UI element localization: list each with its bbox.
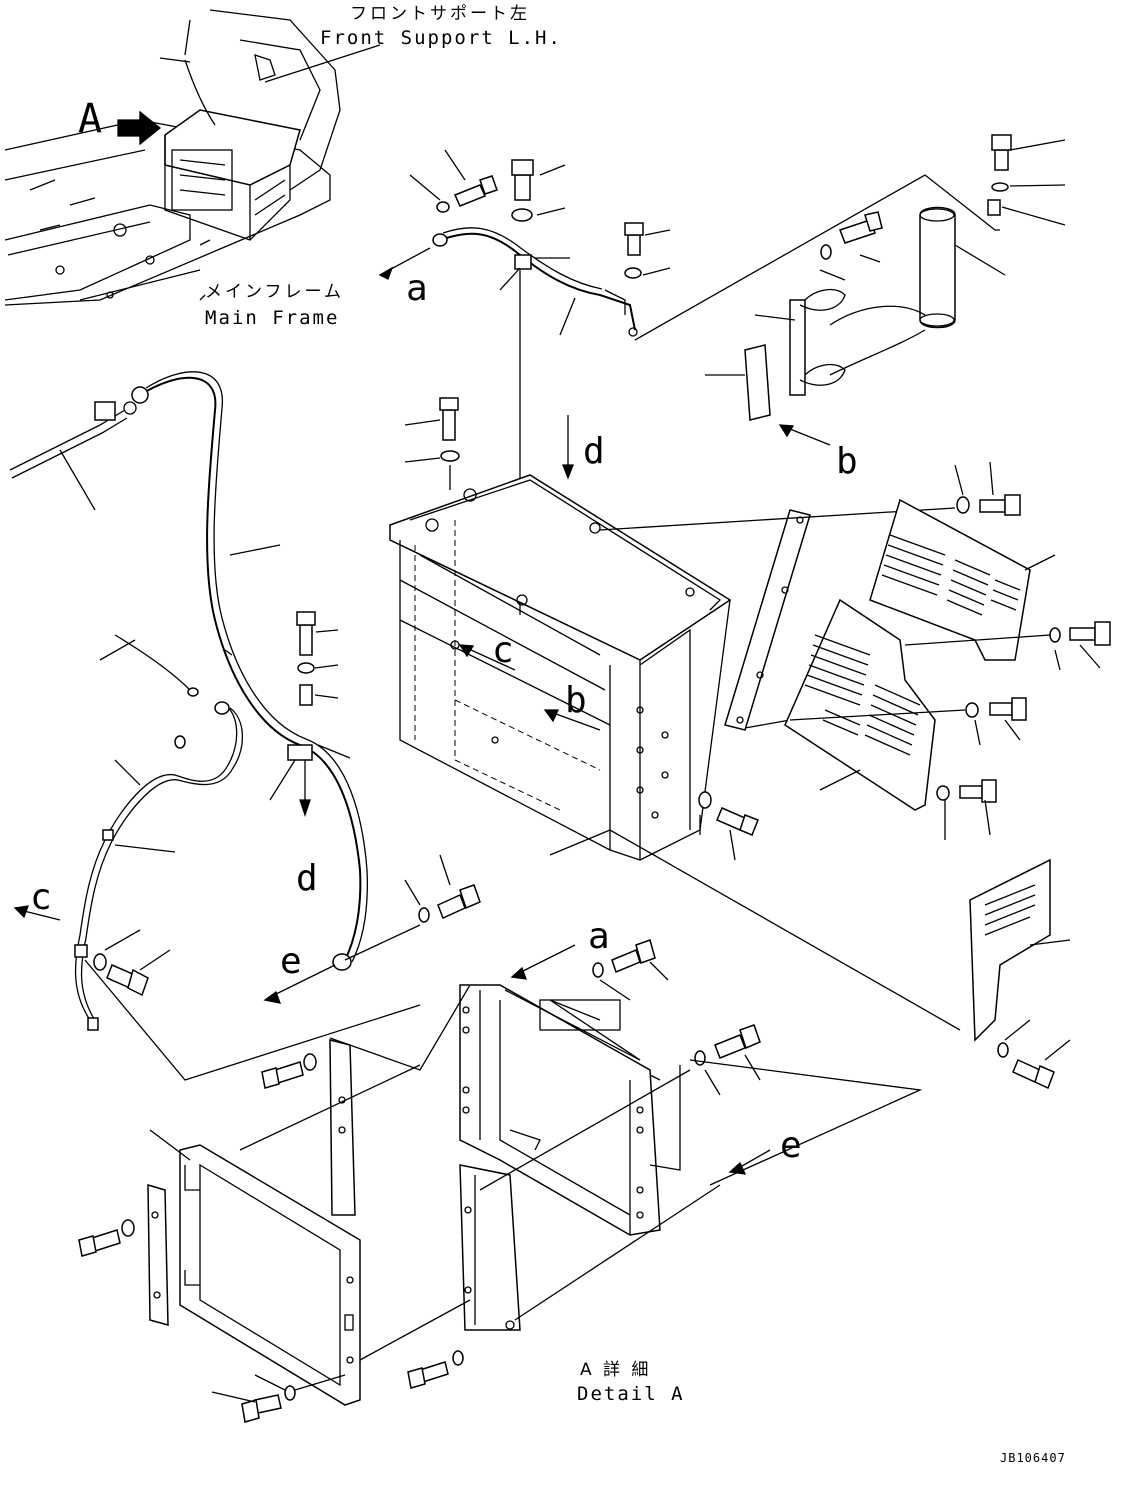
top-hose-assembly xyxy=(378,149,671,615)
detail-a-caption-en: Detail A xyxy=(577,1383,685,1405)
main-frame-caption-en: Main Frame xyxy=(205,307,339,329)
ref-letter-d-left: d xyxy=(296,858,318,899)
front-support-caption-jp: フロントサポート左 xyxy=(350,4,530,24)
battery-box xyxy=(389,397,961,1031)
ref-letter-b-mid: b xyxy=(565,680,587,721)
hose-and-harness xyxy=(9,371,481,1081)
drawing-code: JB106407 xyxy=(1000,1451,1066,1465)
side-covers xyxy=(599,461,1111,1090)
receiver-bracket-assembly xyxy=(634,134,1066,446)
ref-letter-c-left: c xyxy=(30,877,52,918)
detail-a-caption-jp: A 詳 細 xyxy=(580,1360,651,1380)
ref-letter-b-top: b xyxy=(836,441,858,482)
ref-letter-e-right: e xyxy=(780,1125,802,1166)
main-frame-caption-jp: メインフレーム xyxy=(205,282,344,302)
ref-letter-d-top: d xyxy=(583,431,605,472)
ref-letter-c-mid: c xyxy=(492,630,514,671)
front-support-caption-en: Front Support L.H. xyxy=(320,27,562,49)
ref-letter-e-left: e xyxy=(280,941,302,982)
ref-letter-a-bottom: a xyxy=(588,916,610,957)
view-marker-a: A xyxy=(78,96,102,142)
detail-a-assembly xyxy=(78,939,923,1423)
main-frame-overview xyxy=(4,9,381,306)
ref-letter-a-top: a xyxy=(406,268,428,309)
